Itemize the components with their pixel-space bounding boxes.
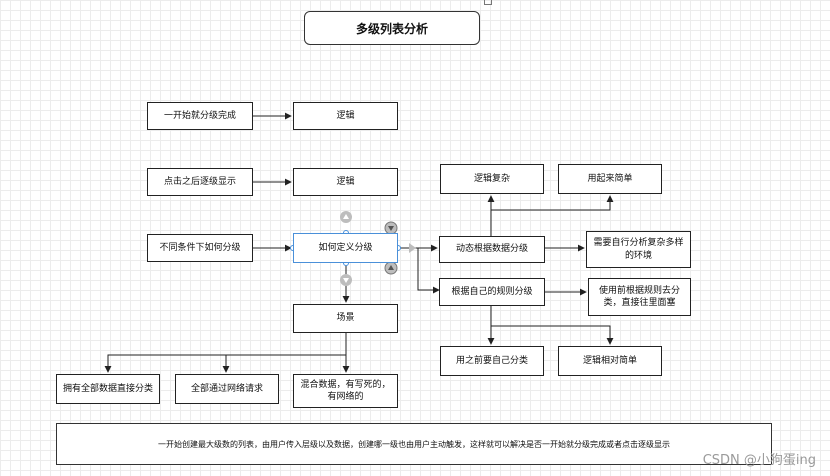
node-define-levels[interactable]: 如何定义分级 xyxy=(293,233,398,263)
node-self-classify[interactable]: 用之前要自己分类 xyxy=(440,346,544,376)
diagram-title[interactable]: 多级列表分析 xyxy=(304,11,480,45)
page-corner-icon xyxy=(484,0,492,5)
node-simple[interactable]: 逻辑相对简单 xyxy=(558,346,662,376)
watermark: CSDN @小狗蛋ing xyxy=(702,453,816,468)
node-all-data[interactable]: 拥有全部数据直接分类 xyxy=(56,374,160,404)
node-complex[interactable]: 逻辑复杂 xyxy=(440,164,544,194)
edge-center-to-custom xyxy=(417,248,440,294)
node-scene[interactable]: 场景 xyxy=(293,304,398,333)
node-easy[interactable]: 用起来简单 xyxy=(558,164,662,194)
node-env[interactable]: 需要自行分析复杂多样的环境 xyxy=(586,231,691,268)
node-rule[interactable]: 使用前根据规则去分类，直接往里面塞 xyxy=(588,278,691,316)
node-conditions[interactable]: 不同条件下如何分级 xyxy=(147,234,253,262)
edge-custom-to-simple xyxy=(491,325,614,345)
node-logic-1[interactable]: 逻辑 xyxy=(293,102,398,130)
node-start-complete[interactable]: 一开始就分级完成 xyxy=(147,102,253,130)
edge-scene-to-network xyxy=(222,354,346,373)
node-network[interactable]: 全部通过网络请求 xyxy=(175,374,279,404)
node-custom[interactable]: 根据自己的规则分级 xyxy=(439,278,545,306)
node-mixed[interactable]: 混合数据，有写死的，有网络的 xyxy=(293,374,398,408)
node-logic-2[interactable]: 逻辑 xyxy=(293,168,398,196)
node-click-expand[interactable]: 点击之后逐级显示 xyxy=(147,168,253,196)
node-dynamic[interactable]: 动态根据数据分级 xyxy=(439,236,545,263)
note-box[interactable]: 一开始创建最大级数的列表，由用户传入层级以及数据，创建哪一级也由用户主动触发，这… xyxy=(56,423,772,465)
edge-dynamic-to-easy xyxy=(491,195,614,211)
edge-scene-to-all-data xyxy=(104,333,347,373)
